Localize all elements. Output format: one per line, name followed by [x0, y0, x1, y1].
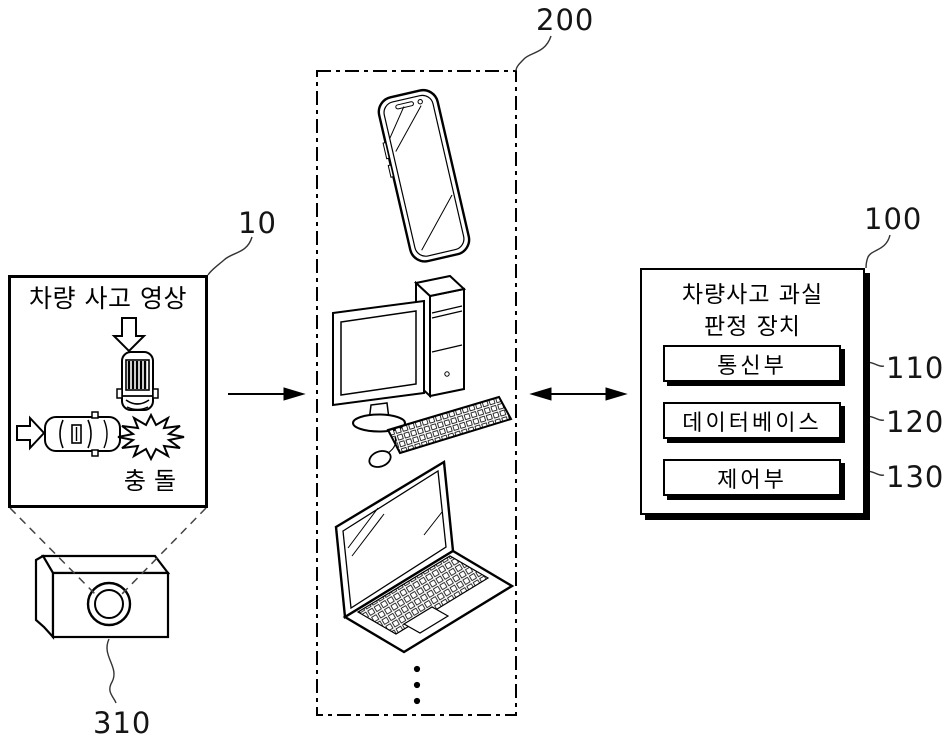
ref-label-200: 200: [536, 3, 595, 37]
desktop-computer-icon: [332, 274, 513, 468]
laptop-icon: [334, 459, 515, 654]
dashcam-camera-icon: [34, 554, 171, 640]
module-database: 데이터베이스: [663, 402, 841, 439]
ref-label-310: 310: [93, 706, 152, 740]
collision-label: 충돌: [123, 467, 185, 495]
arrow-terminals-apparatus: [529, 387, 628, 401]
camera-view-lines: [9, 507, 207, 598]
leader-100: [865, 234, 891, 269]
arrow-video-to-terminals: [228, 387, 306, 401]
module-control-label: 제어부: [717, 467, 787, 493]
ref-label-100: 100: [864, 202, 923, 236]
smartphone-icon: [377, 88, 471, 263]
leader-200: [515, 35, 552, 72]
leader-310: [106, 638, 117, 704]
ref-label-130: 130: [886, 460, 942, 494]
down-block-arrow-icon: [111, 317, 147, 353]
ref-label-110: 110: [886, 351, 942, 385]
module-control-unit: 제어부: [663, 459, 841, 496]
collision-starburst-icon: [117, 412, 185, 462]
car-top-rear-view-icon: [116, 351, 159, 411]
ref-label-120: 120: [886, 405, 942, 439]
apparatus-title-line2: 판정 장치: [704, 314, 801, 341]
apparatus-title: 차량사고 과실 판정 장치: [642, 279, 863, 343]
leader-10: [207, 236, 253, 276]
module-database-label: 데이터베이스: [682, 410, 822, 436]
accident-video-box: 차량 사고 영상 충돌: [8, 275, 208, 508]
car-top-view-icon: [44, 411, 121, 457]
terminals-dashed-box: [316, 70, 517, 716]
module-communication-unit: 통신부: [663, 345, 841, 382]
ref-label-10: 10: [238, 206, 277, 240]
right-block-arrow-icon: [16, 415, 46, 451]
apparatus-title-line1: 차량사고 과실: [681, 282, 824, 308]
accident-video-title: 차량 사고 영상: [29, 284, 187, 313]
vertical-ellipsis-icon: [413, 665, 421, 705]
module-communication-label: 통신부: [717, 353, 787, 379]
apparatus-box: 차량사고 과실 판정 장치 통신부 데이터베이스 제어부: [640, 268, 865, 515]
